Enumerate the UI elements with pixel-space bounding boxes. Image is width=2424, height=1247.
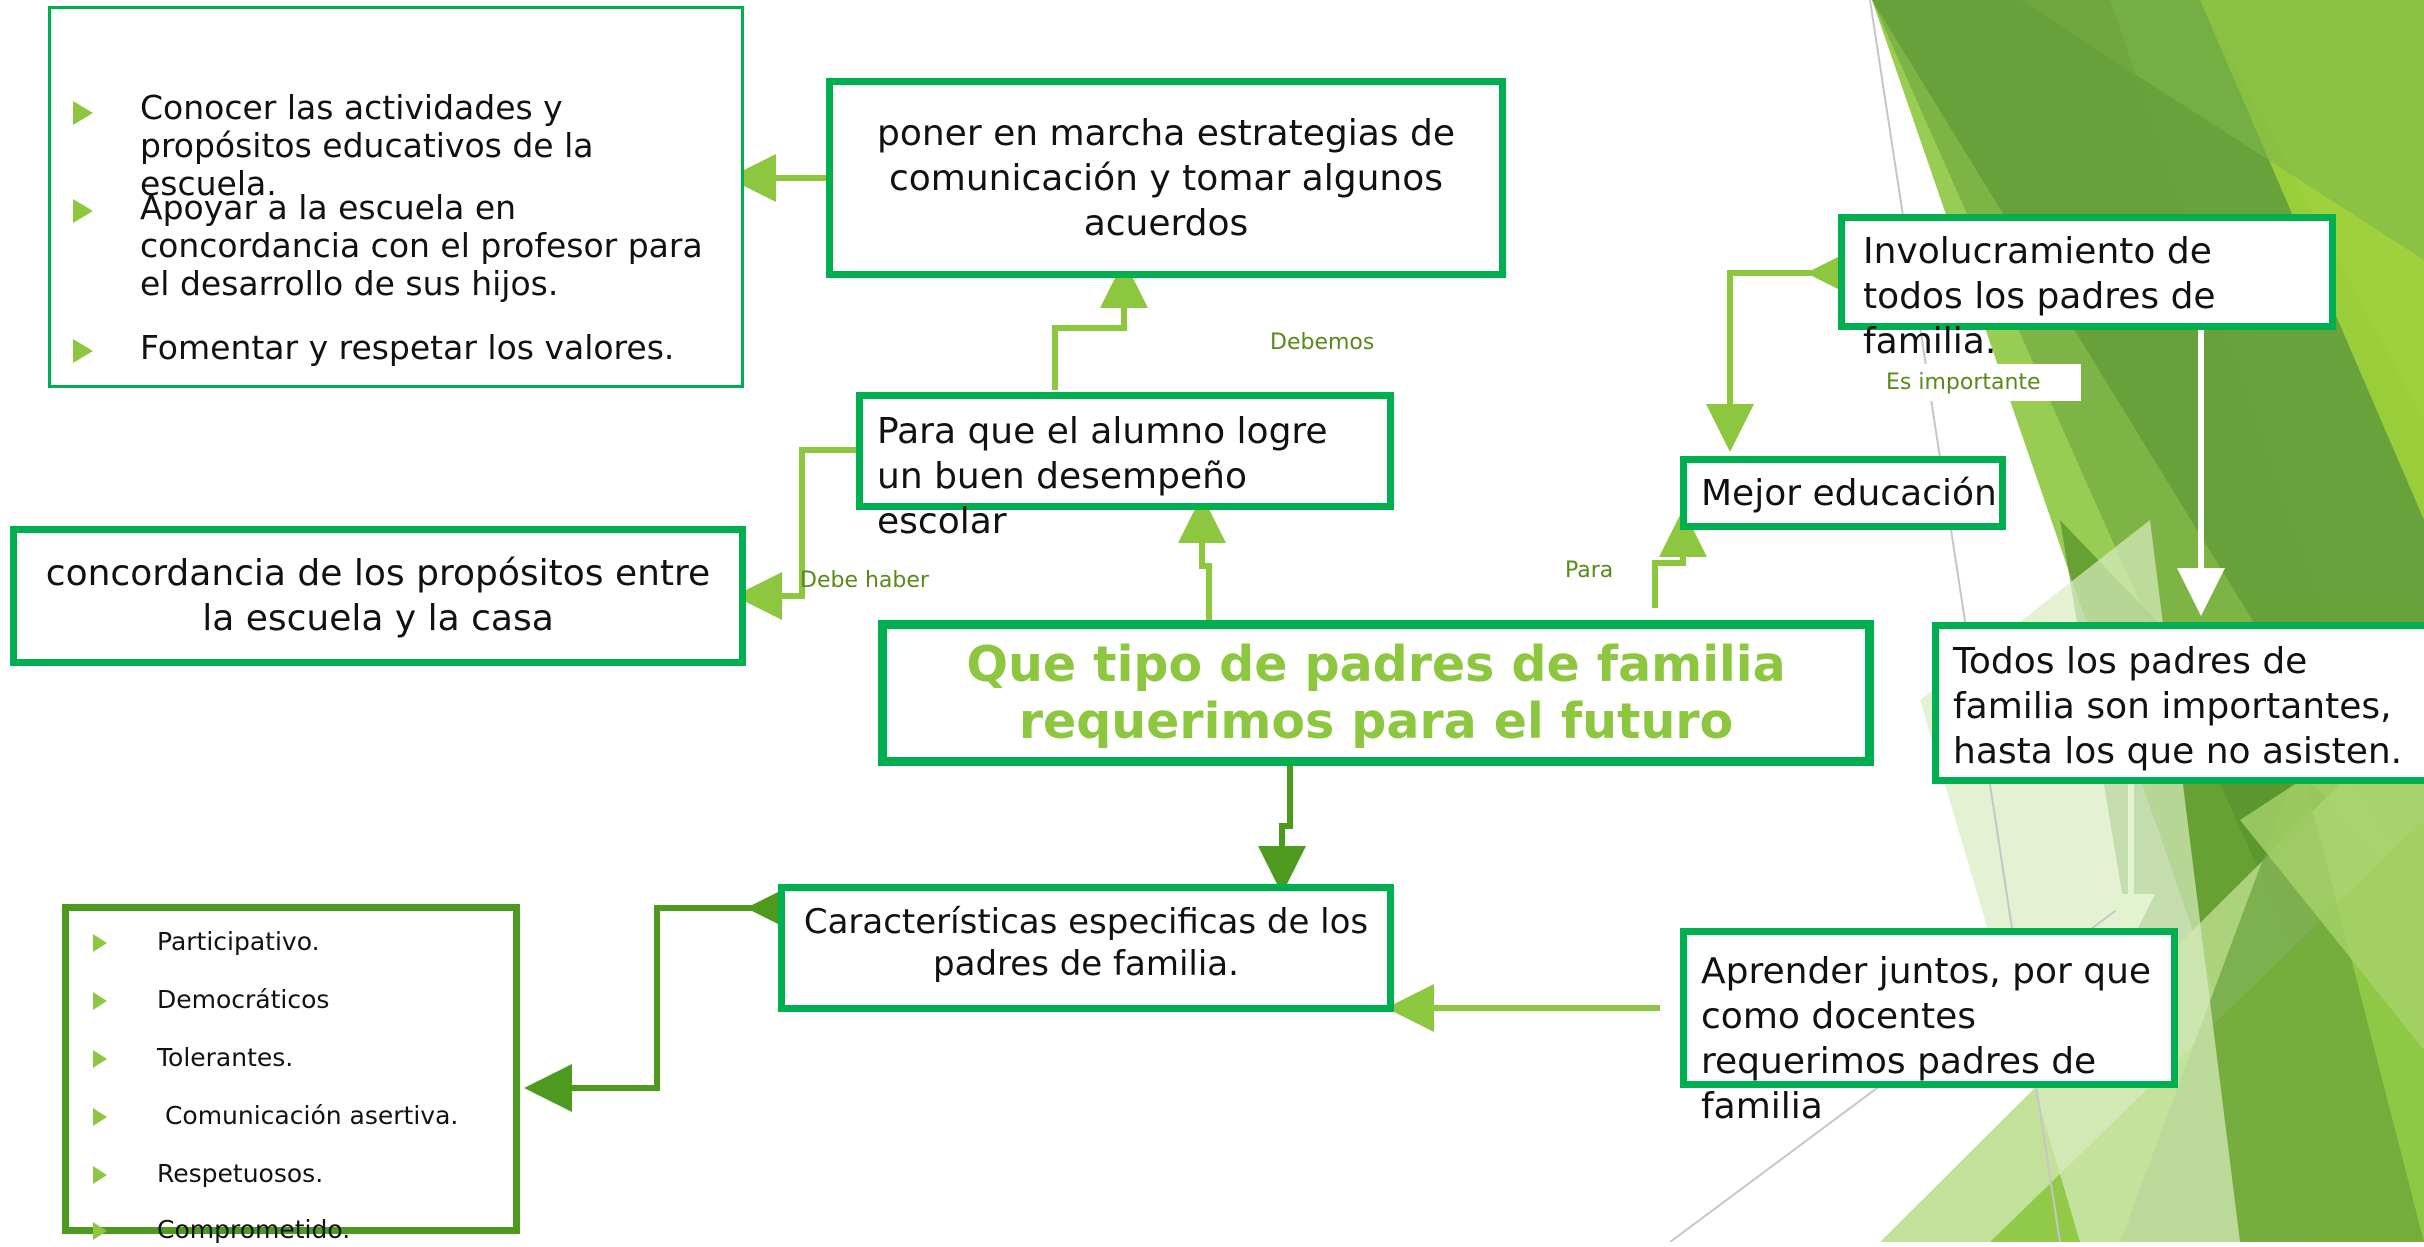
bullet-icon — [93, 1108, 107, 1126]
goals-item-text: Conocer las actividades y propósitos edu… — [140, 88, 594, 203]
concordancia-box: concordancia de los propósitos entre la … — [10, 526, 746, 666]
arrow-main-to-mejor-educacion — [1652, 509, 1707, 608]
goals-item-text: Apoyar a la escuela en concordancia con … — [140, 188, 703, 303]
bullet-icon — [93, 992, 107, 1010]
traits-item-text: Tolerantes. — [157, 1043, 294, 1072]
desempeno-text: Para que el alumno logre un buen desempe… — [877, 411, 1328, 542]
bullet-icon — [93, 1050, 107, 1068]
desempeno-box: Para que el alumno logre un buen desempe… — [856, 392, 1394, 542]
bullet-icon — [93, 934, 107, 952]
goals-box: Conocer las actividades y propósitos edu… — [48, 6, 744, 388]
arrow-desempeno-to-estrategias — [1052, 260, 1148, 390]
mejor-educacion-text: Mejor educación — [1701, 473, 1997, 514]
bullet-icon — [93, 1222, 107, 1240]
main-title-box: Que tipo de padres de familia requerimos… — [878, 620, 1874, 766]
caracteristicas-box: Características especificas de los padre… — [778, 884, 1394, 1012]
arrow-involucramiento-to-mejor — [1706, 249, 1854, 452]
estrategias-text: poner en marcha estrategias de comunicac… — [876, 112, 1455, 244]
traits-item-text: Comunicación asertiva. — [157, 1101, 459, 1130]
aprender-juntos-box: Aprender juntos, por que como docentes r… — [1680, 928, 2178, 1127]
label-para: Para — [1565, 558, 1614, 583]
bullet-icon — [73, 199, 93, 223]
main-title: Que tipo de padres de familia requerimos… — [966, 636, 1786, 750]
aprender-juntos-text: Aprender juntos, por que como docentes r… — [1701, 951, 2152, 1127]
traits-item-text: Participativo. — [157, 927, 320, 956]
concordancia-text: concordancia de los propósitos entre la … — [45, 553, 711, 639]
traits-box: Participativo. Democráticos Tolerantes. … — [62, 904, 520, 1244]
estrategias-box: poner en marcha estrategias de comunicac… — [826, 78, 1506, 278]
bullet-icon — [73, 339, 93, 363]
label-es-importante: Es importante — [1870, 364, 2081, 401]
todos-importantes-box: Todos los padres de familia son importan… — [1932, 622, 2424, 784]
involucramiento-text: Involucramiento de todos los padres de f… — [1863, 231, 2216, 362]
involucramiento-box: Involucramiento de todos los padres de f… — [1838, 214, 2336, 362]
traits-item-text: Democráticos — [157, 985, 330, 1014]
arrow-main-to-caracteristicas — [1258, 760, 1306, 894]
label-debemos: Debemos — [1270, 330, 1375, 355]
goals-item-text: Fomentar y respetar los valores. — [140, 328, 675, 367]
bullet-icon — [93, 1166, 107, 1184]
traits-item-text: Respetuosos. — [157, 1159, 324, 1188]
mejor-educacion-box: Mejor educación — [1680, 456, 2006, 530]
arrow-desempeno-to-concordancia — [734, 447, 860, 620]
todos-importantes-text: Todos los padres de familia son importan… — [1953, 641, 2403, 772]
traits-item-text: Comprometido. — [157, 1215, 351, 1244]
label-debe-haber: Debe haber — [800, 568, 929, 593]
bullet-icon — [73, 101, 93, 125]
arrow-caracteristicas-to-traits — [524, 884, 794, 1112]
arrow-main-to-desempeno — [1178, 495, 1226, 628]
caracteristicas-text: Características especificas de los padre… — [803, 902, 1369, 984]
